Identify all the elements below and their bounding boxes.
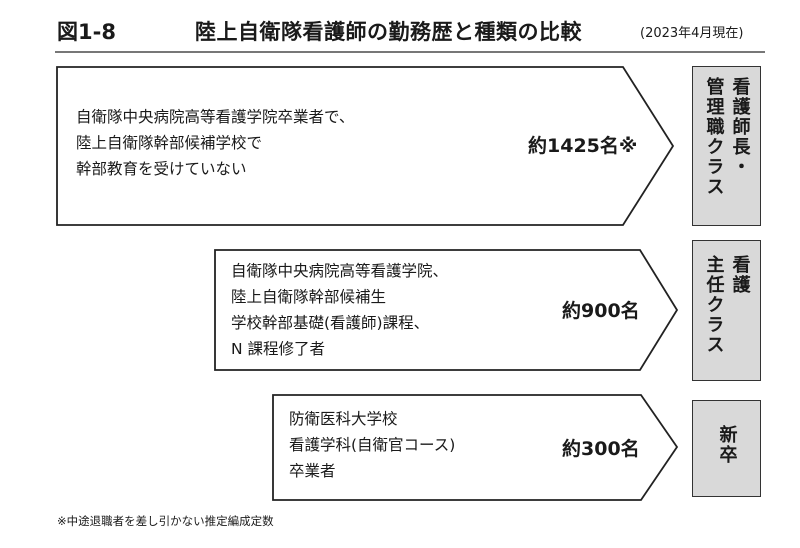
row-1-count: 約1425名※ (528, 135, 638, 157)
description-line: 防衛医科大学校 (289, 410, 398, 428)
description-line: 卒業者 (289, 462, 336, 480)
arrow-shape-2 (214, 249, 679, 371)
footnote: ※中途退職者を差し引かない推定編成定数 (57, 514, 274, 528)
description-line: 看護学科(自衛官コース) (289, 436, 456, 454)
label-line: 主任クラス (703, 255, 725, 355)
figure-number: 図1-8 (57, 20, 116, 44)
description-line: 幹部教育を受けていない (76, 160, 247, 178)
row-2-count: 約900名 (562, 300, 640, 322)
row-2-description: 自衛隊中央病院高等看護学院、 陸上自衛隊幹部候補生 学校幹部基礎(看護師)課程、… (231, 258, 448, 362)
row-2-class-label: 看護主任クラス (692, 240, 761, 381)
description-line: 自衛隊中央病院高等看護学院卒業者で、 (76, 108, 355, 126)
label-line: 看護師長・ (729, 77, 751, 177)
row-3-count: 約300名 (562, 438, 640, 460)
row-3-class-label: 新卒 (692, 400, 761, 497)
row-1-class-label: 看護師長・管理職クラス (692, 66, 761, 226)
description-line: 自衛隊中央病院高等看護学院、 (231, 262, 449, 280)
label-line: 看護 (729, 255, 751, 295)
as-of-date: (2023年4月現在) (640, 26, 744, 41)
row-3-description: 防衛医科大学校 看護学科(自衛官コース) 卒業者 (289, 406, 455, 484)
row-1-description: 自衛隊中央病院高等看護学院卒業者で、 陸上自衛隊幹部候補学校で 幹部教育を受けて… (76, 104, 354, 182)
description-line: N 課程修了者 (231, 340, 326, 358)
figure-title: 陸上自衛隊看護師の勤務歴と種類の比較 (195, 20, 582, 44)
label-line: 管理職クラス (703, 77, 725, 197)
description-line: 学校幹部基礎(看護師)課程、 (231, 314, 430, 332)
description-line: 陸上自衛隊幹部候補生 (231, 288, 387, 306)
header-divider (55, 51, 765, 53)
arrow-shape-3 (272, 394, 679, 501)
label-line: 新卒 (716, 425, 738, 465)
arrow-shape-1 (56, 66, 675, 226)
description-line: 陸上自衛隊幹部候補学校で (76, 134, 263, 152)
